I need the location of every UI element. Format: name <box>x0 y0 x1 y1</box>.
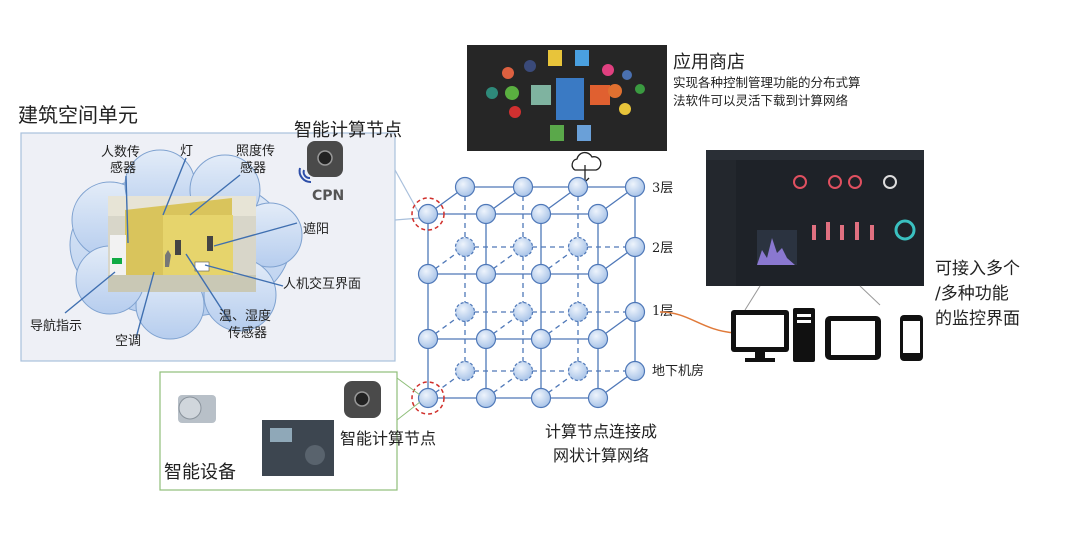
network-caption-2: 网状计算网络 <box>553 446 649 465</box>
app-store-desc-1: 实现各种控制管理功能的分布式算 <box>673 75 861 90</box>
compute-node <box>475 387 497 409</box>
label-shading: 遮阳 <box>303 221 329 237</box>
device-node-label: 智能计算节点 <box>340 429 436 448</box>
callout-lines <box>64 157 298 339</box>
compute-node <box>624 360 646 382</box>
cpn-label: CPN <box>312 188 344 204</box>
tablet-icon <box>825 316 881 360</box>
label-temp-humidity: 温、湿度 <box>219 308 271 324</box>
compute-node <box>567 360 589 382</box>
compute-node <box>567 176 589 198</box>
compute-node <box>454 301 476 323</box>
wireless-icon <box>298 167 312 184</box>
label-temp-humidity-2: 传感器 <box>228 325 267 341</box>
compute-node <box>417 203 439 225</box>
compute-node <box>512 301 534 323</box>
dashboard-link-lines <box>744 285 881 311</box>
compute-node <box>454 360 476 382</box>
compute-node <box>454 176 476 198</box>
compute-node-label: 智能计算节点 <box>294 120 402 141</box>
pc-tower-icon <box>793 308 815 362</box>
compute-node <box>512 176 534 198</box>
label-aircon: 空调 <box>115 334 141 349</box>
compute-node <box>624 236 646 258</box>
label-hmi: 人机交互界面 <box>283 276 361 292</box>
compute-node <box>587 263 609 285</box>
building-panel: 人数传 感器 灯 照度传 感器 遮阳 人机交互界面 温、湿度 传感器 空调 导航… <box>20 132 421 362</box>
smart-device-title: 智能设备 <box>164 462 236 483</box>
monitor-caption-1: 可接入多个 <box>935 259 1020 279</box>
compute-node <box>475 328 497 350</box>
compute-node <box>512 360 534 382</box>
compute-node <box>624 301 646 323</box>
label-lux-sensor-2: 感器 <box>240 160 266 176</box>
compute-node <box>475 203 497 225</box>
chiller-image <box>262 420 334 476</box>
label-navigation: 导航指示 <box>30 318 82 334</box>
compute-node <box>530 387 552 409</box>
compute-node <box>530 263 552 285</box>
app-store-title: 应用商店 <box>673 52 745 73</box>
compute-node <box>530 328 552 350</box>
compute-node <box>587 387 609 409</box>
monitor-caption-2: /多种功能 <box>935 284 1009 304</box>
floor-label-3: 3层 <box>652 181 673 196</box>
monitoring-dashboard-image <box>706 150 924 286</box>
compute-node <box>417 263 439 285</box>
compute-node <box>624 176 646 198</box>
app-store-image <box>467 45 667 151</box>
label-light: 灯 <box>180 144 193 159</box>
compute-node <box>567 301 589 323</box>
compute-node <box>587 203 609 225</box>
compute-node <box>475 263 497 285</box>
compute-node <box>454 236 476 258</box>
label-people-sensor: 人数传 <box>101 145 140 160</box>
compute-network-grid <box>411 176 646 415</box>
floor-label-2: 2层 <box>652 241 673 256</box>
highlighted-node-ring <box>411 197 445 231</box>
desktop-monitor-icon <box>731 310 789 362</box>
room-illustration <box>108 196 256 292</box>
phone-icon <box>900 315 923 361</box>
compute-node-icon <box>307 141 343 177</box>
label-lux-sensor: 照度传 <box>236 143 275 159</box>
highlighted-node-ring <box>411 381 445 415</box>
compute-node <box>417 387 439 409</box>
monitor-caption-3: 的监控界面 <box>935 309 1020 329</box>
compute-node <box>512 236 534 258</box>
label-people-sensor-2: 感器 <box>110 160 136 176</box>
building-title: 建筑空间单元 <box>18 103 138 127</box>
compute-node <box>587 328 609 350</box>
app-store-desc-2: 法软件可以灵活下载到计算网络 <box>673 93 849 108</box>
pump-image <box>178 395 216 423</box>
floor-label-basement: 地下机房 <box>652 363 704 379</box>
floor-to-monitor-link <box>659 311 736 334</box>
device-compute-node-icon <box>344 381 381 418</box>
smart-device-panel <box>159 371 421 491</box>
network-caption-1: 计算节点连接成 <box>545 422 657 441</box>
compute-node <box>530 203 552 225</box>
compute-node <box>417 328 439 350</box>
compute-node <box>567 236 589 258</box>
